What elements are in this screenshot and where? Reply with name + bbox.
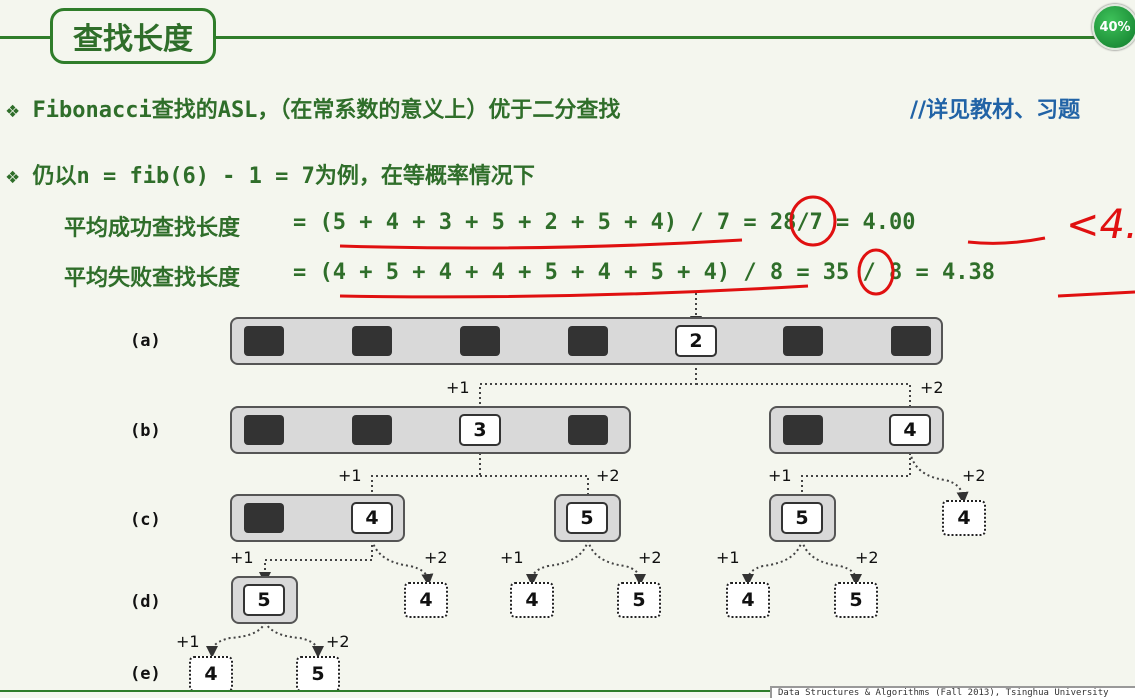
fail-node-e-1: 4 xyxy=(189,656,233,692)
probe-node-d-1: 5 xyxy=(243,584,285,616)
array-cell xyxy=(891,326,931,356)
bullet-example: ❖ 仍以n = fib(6) - 1 = 7为例，在等概率情况下 xyxy=(6,164,535,189)
fail-node-c: 4 xyxy=(942,500,986,536)
inc-c-1: +1 xyxy=(338,466,362,485)
array-cell xyxy=(460,326,500,356)
footer-rule xyxy=(0,690,770,692)
fail-underline xyxy=(339,284,809,299)
array-cell xyxy=(244,326,284,356)
array-cell xyxy=(568,326,608,356)
probe-node-c-1: 4 xyxy=(351,502,393,534)
array-segment-b-left xyxy=(230,406,631,454)
inc-c-3: +1 xyxy=(768,466,792,485)
result-underline-1 xyxy=(967,236,1046,245)
inc-d-3: +1 xyxy=(500,548,524,567)
row-label-e: (e) xyxy=(130,664,161,684)
textbook-note: //详见教材、习题 xyxy=(910,98,1081,123)
inc-c-2: +2 xyxy=(596,466,620,485)
inc-e-2: +2 xyxy=(326,632,350,651)
course-footer: Data Structures & Algorithms (Fall 2013)… xyxy=(770,686,1135,698)
array-cell xyxy=(568,415,608,445)
array-cell xyxy=(352,415,392,445)
inc-b-left: +1 xyxy=(446,378,470,397)
bullet-fibonacci-asl: ❖ Fibonacci查找的ASL，（在常系数的意义上）优于二分查找 xyxy=(6,98,621,123)
success-length-label: 平均成功查找长度 xyxy=(64,216,241,241)
fail-node-d-2: 4 xyxy=(510,582,554,618)
fail-node-d-5: 5 xyxy=(834,582,878,618)
success-length-expression: = (5 + 4 + 3 + 5 + 2 + 5 + 4) / 7 = 28/7… xyxy=(293,210,916,235)
fail-length-label: 平均失败查找长度 xyxy=(64,266,241,291)
slide-title: 查找长度 xyxy=(50,8,216,64)
probe-node-c-3: 5 xyxy=(781,502,823,534)
title-rule-right xyxy=(216,36,1096,39)
fail-node-d-4: 4 xyxy=(726,582,770,618)
inc-d-2: +2 xyxy=(424,548,448,567)
inc-d-5: +1 xyxy=(716,548,740,567)
handwritten-less-than: <4. xyxy=(1066,202,1135,248)
inc-d-6: +2 xyxy=(855,548,879,567)
result-underline-2 xyxy=(1057,290,1135,298)
inc-d-4: +2 xyxy=(638,548,662,567)
title-rule-left xyxy=(0,36,50,39)
circle-eight xyxy=(857,248,895,296)
fail-node-d-1: 4 xyxy=(404,582,448,618)
row-label-b: (b) xyxy=(130,421,161,441)
probe-node-b-right: 4 xyxy=(889,414,931,446)
inc-b-right: +2 xyxy=(920,378,944,397)
success-underline xyxy=(339,238,743,250)
array-cell xyxy=(244,503,284,533)
array-cell xyxy=(783,326,823,356)
probe-node-a: 2 xyxy=(675,325,717,357)
probe-node-b-left: 3 xyxy=(459,414,501,446)
zoom-level-badge[interactable]: 40% xyxy=(1092,4,1135,50)
row-label-a: (a) xyxy=(130,331,161,351)
array-cell xyxy=(352,326,392,356)
fail-node-d-3: 5 xyxy=(617,582,661,618)
circle-seven xyxy=(789,195,837,247)
fail-node-e-2: 5 xyxy=(296,656,340,692)
array-cell xyxy=(244,415,284,445)
probe-node-c-2: 5 xyxy=(566,502,608,534)
row-label-c: (c) xyxy=(130,510,161,530)
inc-c-4: +2 xyxy=(962,466,986,485)
inc-d-1: +1 xyxy=(230,548,254,567)
row-label-d: (d) xyxy=(130,592,161,612)
array-cell xyxy=(783,415,823,445)
inc-e-1: +1 xyxy=(176,632,200,651)
